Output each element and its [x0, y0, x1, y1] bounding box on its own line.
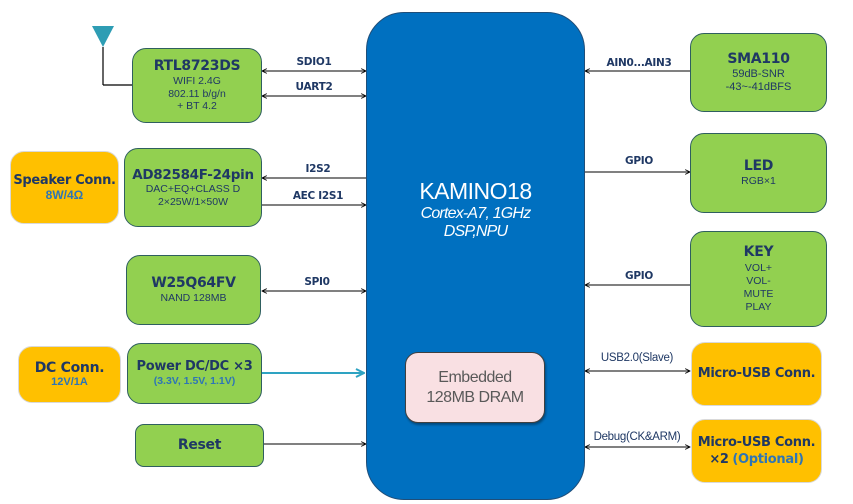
flash-title: W25Q64FV: [151, 275, 236, 292]
key-line: VOL-: [746, 274, 771, 287]
speaker-detail: 8W/4Ω: [45, 188, 84, 203]
amp-line: 2×25W/1×50W: [157, 195, 229, 208]
dram-block: Embedded 128MB DRAM: [405, 352, 545, 423]
key-line: VOL+: [744, 261, 773, 274]
sdio-label: SDIO1: [296, 56, 332, 68]
flash-line: NAND 128MB: [160, 292, 227, 305]
ain-label: AIN0...AIN3: [606, 57, 672, 69]
dram-line2: 128MB DRAM: [426, 388, 524, 406]
key-block: KEY VOL+ VOL- MUTE PLAY: [690, 231, 827, 327]
debug-connector: Micro-USB Conn. ×2 (Optional): [691, 419, 822, 483]
amp-block: AD82584F-24pin DAC+EQ+CLASS D 2×25W/1×50…: [124, 148, 262, 227]
flash-block: W25Q64FV NAND 128MB: [126, 255, 261, 325]
debug-optional: (Optional): [732, 451, 804, 467]
key-title: KEY: [743, 244, 774, 260]
mic-line: -43~-41dBFS: [725, 80, 792, 93]
uart-label: UART2: [295, 81, 333, 93]
key-line: MUTE: [743, 287, 774, 300]
wifi-title: RTL8723DS: [153, 58, 241, 75]
reset-title: Reset: [177, 437, 222, 454]
dc-detail: 12V/1A: [51, 376, 88, 389]
spi-label: SPI0: [304, 276, 330, 288]
debug-label: Debug(CK&ARM): [593, 431, 681, 443]
wifi-line: + BT 4.2: [177, 100, 217, 113]
amp-line: DAC+EQ+CLASS D: [145, 183, 241, 195]
power-line: (3.3V, 1.5V, 1.1V): [153, 375, 236, 387]
gpio-led-label: GPIO: [625, 155, 653, 167]
dram-line1: Embedded: [438, 369, 512, 387]
aec-label: AEC I2S1: [292, 190, 344, 202]
key-line: PLAY: [745, 300, 772, 313]
debug-count: ×2: [709, 451, 729, 467]
antenna-icon: [92, 26, 114, 47]
power-block: Power DC/DC ×3 (3.3V, 1.5V, 1.1V): [127, 343, 262, 404]
wifi-line: WIFI 2.4G: [173, 75, 221, 87]
soc-block: KAMINO18 Cortex-A7, 1GHz DSP,NPU: [366, 12, 585, 500]
i2s2-label: I2S2: [305, 163, 331, 175]
mic-line: 59dB-SNR: [732, 67, 785, 80]
soc-name: KAMINO18: [419, 178, 532, 204]
mic-title: SMA110: [727, 50, 790, 67]
dc-connector: DC Conn. 12V/1A: [18, 346, 121, 403]
soc-accel: DSP,NPU: [443, 223, 508, 241]
led-line: RGB×1: [741, 175, 776, 188]
dc-title: DC Conn.: [34, 359, 105, 376]
gpio-key-label: GPIO: [625, 270, 653, 282]
led-block: LED RGB×1: [690, 133, 827, 213]
led-title: LED: [743, 158, 774, 175]
power-title: Power DC/DC ×3: [136, 359, 253, 375]
speaker-connector: Speaker Conn. 8W/4Ω: [10, 151, 119, 224]
reset-button: Reset: [135, 424, 264, 467]
wifi-block: RTL8723DS WIFI 2.4G 802.11 b/g/n + BT 4.…: [132, 48, 262, 123]
usb-connector: Micro-USB Conn.: [691, 342, 822, 406]
mic-block: SMA110 59dB-SNR -43~-41dBFS: [690, 33, 827, 112]
amp-title: AD82584F-24pin: [132, 166, 254, 183]
usb-label: USB2.0(Slave): [600, 352, 674, 364]
speaker-title: Speaker Conn.: [13, 172, 116, 188]
debug-title: Micro-USB Conn.: [697, 434, 816, 450]
soc-cpu: Cortex-A7, 1GHz: [420, 205, 532, 222]
wifi-line: 802.11 b/g/n: [168, 87, 226, 100]
usb-title: Micro-USB Conn.: [697, 366, 816, 382]
